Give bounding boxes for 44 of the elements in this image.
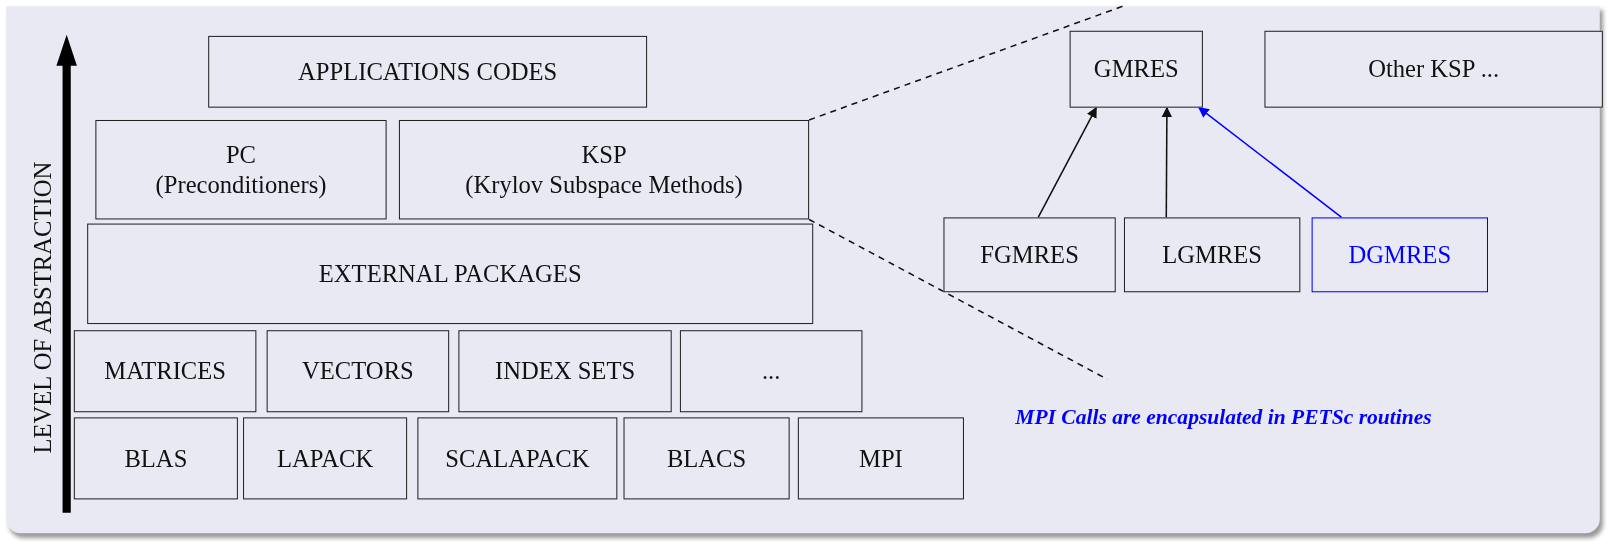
box-title: Other KSP ... xyxy=(1368,54,1500,84)
box-title: FGMRES xyxy=(980,240,1079,270)
layer-box xyxy=(208,35,648,108)
box-title: GMRES xyxy=(1093,54,1179,84)
layer-box xyxy=(679,330,863,413)
box-title: MATRICES xyxy=(104,356,226,386)
note-text: MPI Calls are encapsulated in PETSc routines xyxy=(1015,404,1432,430)
box-title: KSP xyxy=(581,140,627,170)
box-title: EXTERNAL PACKAGES xyxy=(318,259,582,289)
box-title: SCALAPACK xyxy=(445,443,590,474)
layer-box xyxy=(87,223,814,325)
method-box xyxy=(1069,30,1203,108)
layer-box xyxy=(797,417,964,500)
layer-box xyxy=(243,417,408,500)
box-title: ... xyxy=(761,356,781,386)
box-subtitle: (Preconditioners) xyxy=(155,169,327,200)
layer-box xyxy=(95,120,387,220)
method-box xyxy=(1123,217,1301,293)
box-title: PC xyxy=(225,140,257,170)
arrow xyxy=(1037,106,1098,219)
layer-box xyxy=(73,417,238,500)
axis-label: LEVEL OF ABSTRACTION xyxy=(29,161,57,454)
layer-box xyxy=(73,330,257,413)
box-title: MPI xyxy=(859,443,903,474)
box-title: BLAS xyxy=(124,443,188,474)
method-box xyxy=(943,217,1116,293)
box-subtitle: (Krylov Subspace Methods) xyxy=(465,169,743,200)
box-title: APPLICATIONS CODES xyxy=(298,57,558,87)
method-box xyxy=(1311,217,1488,293)
method-box xyxy=(1264,30,1603,108)
box-title: INDEX SETS xyxy=(494,356,636,386)
box-title: BLACS xyxy=(666,443,747,474)
box-title: LGMRES xyxy=(1162,240,1263,270)
arrow xyxy=(1161,106,1173,219)
box-title: DGMRES xyxy=(1348,240,1452,270)
layer-box xyxy=(266,330,450,413)
box-title: VECTORS xyxy=(302,356,414,386)
box-title: LAPACK xyxy=(277,443,374,474)
dashed-line xyxy=(808,5,1124,121)
layer-box xyxy=(417,417,618,500)
layer-box xyxy=(623,417,790,500)
layer-box xyxy=(398,120,810,220)
arrow xyxy=(1198,106,1343,219)
layer-box xyxy=(458,330,672,413)
